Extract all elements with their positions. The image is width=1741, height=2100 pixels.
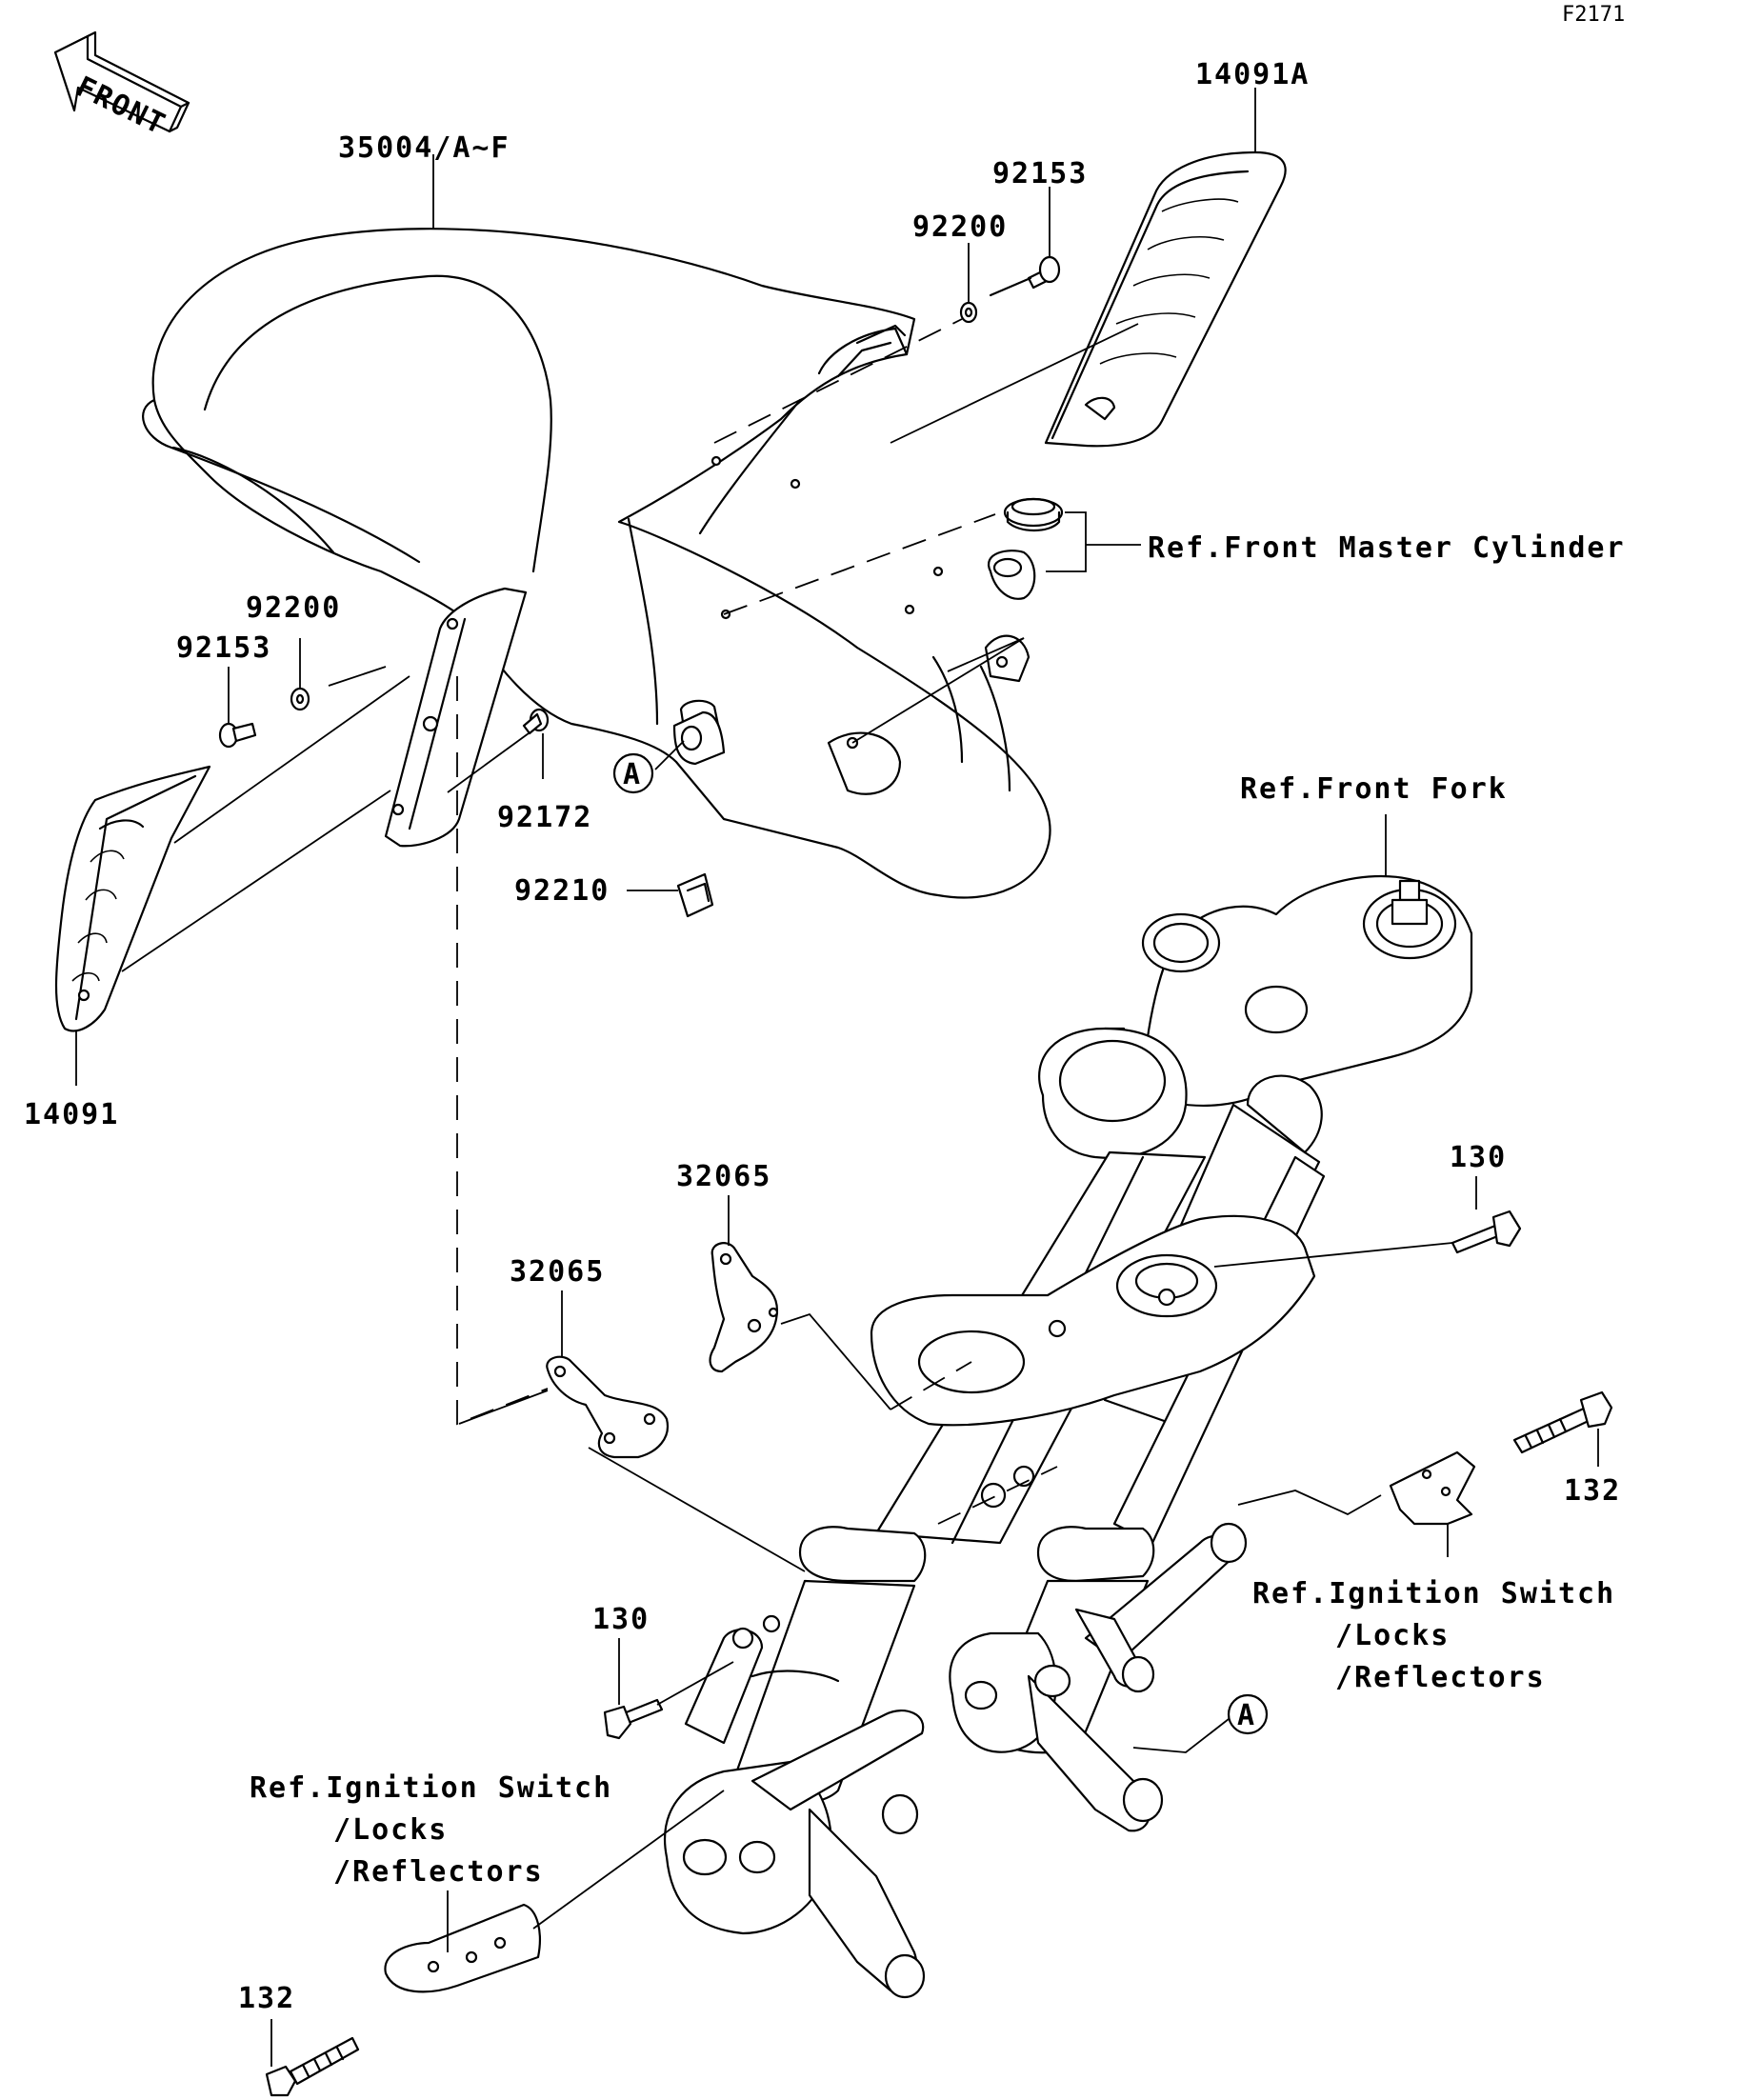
- screw-top: [989, 255, 1061, 297]
- part-label-washer-left: 92200: [246, 591, 341, 625]
- part-label-bracket-lower: 32065: [510, 1255, 605, 1289]
- ref-label-ignition-right-line2: /Locks: [1335, 1619, 1450, 1652]
- bolt-left: [603, 1698, 664, 1740]
- clip: [676, 872, 714, 918]
- callout-a-bottom: A: [1227, 1693, 1269, 1735]
- callout-a-top: A: [612, 752, 654, 794]
- part-label-long-bolt-left: 132: [238, 1982, 295, 2015]
- front-fender: [142, 228, 1051, 899]
- ref-label-ignition-left-line3: /Reflectors: [333, 1855, 544, 1889]
- master-cylinder-clamps: [987, 497, 1064, 600]
- bolt-right: [1451, 1210, 1522, 1254]
- ref-label-ignition-right-line3: /Reflectors: [1335, 1661, 1546, 1694]
- washer-left: [290, 687, 310, 711]
- ref-label-ignition-right-line1: Ref.Ignition Switch: [1252, 1577, 1615, 1610]
- part-label-fender: 35004/A~F: [338, 131, 510, 165]
- washer-top: [959, 301, 978, 324]
- fender-cover-left: [54, 765, 211, 1032]
- ref-label-ignition-left-line2: /Locks: [333, 1813, 448, 1847]
- callout-a-top-label: A: [623, 758, 642, 791]
- part-label-screw-top: 92153: [992, 157, 1088, 190]
- long-bolt-right: [1512, 1390, 1613, 1454]
- front-fork-assembly: [664, 874, 1473, 1999]
- callout-a-bottom-label: A: [1237, 1699, 1256, 1732]
- part-label-bracket-upper: 32065: [676, 1160, 771, 1193]
- leader-lines: [75, 88, 1599, 2067]
- ignition-bracket-left: [384, 1903, 541, 1993]
- ref-label-master-cylinder: Ref.Front Master Cylinder: [1148, 531, 1626, 565]
- bracket-upper: [709, 1242, 779, 1373]
- fender-inner-bracket: [384, 587, 528, 848]
- part-label-screw-left: 92153: [176, 631, 271, 665]
- part-label-cover-left: 14091: [24, 1098, 119, 1131]
- part-label-washer-top: 92200: [912, 210, 1008, 244]
- part-label-screw-center: 92172: [497, 801, 592, 834]
- ignition-bracket-right: [1389, 1450, 1476, 1526]
- ref-label-front-fork: Ref.Front Fork: [1240, 772, 1508, 806]
- part-label-bolt-left: 130: [592, 1603, 650, 1636]
- bracket-lower: [546, 1355, 670, 1459]
- diagram-code: F2171: [1562, 3, 1625, 27]
- dashed-assembly-lines: [456, 318, 1058, 1525]
- part-label-clip: 92210: [514, 874, 610, 908]
- ref-label-ignition-left-line1: Ref.Ignition Switch: [250, 1771, 612, 1805]
- part-label-long-bolt-right: 132: [1564, 1474, 1621, 1508]
- long-bolt-left: [265, 2036, 360, 2097]
- screw-left: [218, 722, 257, 749]
- part-label-cover-right: 14091A: [1195, 58, 1310, 91]
- fender-cover-right: [1044, 150, 1287, 448]
- part-label-bolt-right: 130: [1450, 1141, 1507, 1174]
- screw-center: [522, 708, 550, 735]
- fender-damper: [672, 710, 726, 766]
- front-arrow-icon: FRONT: [53, 30, 190, 142]
